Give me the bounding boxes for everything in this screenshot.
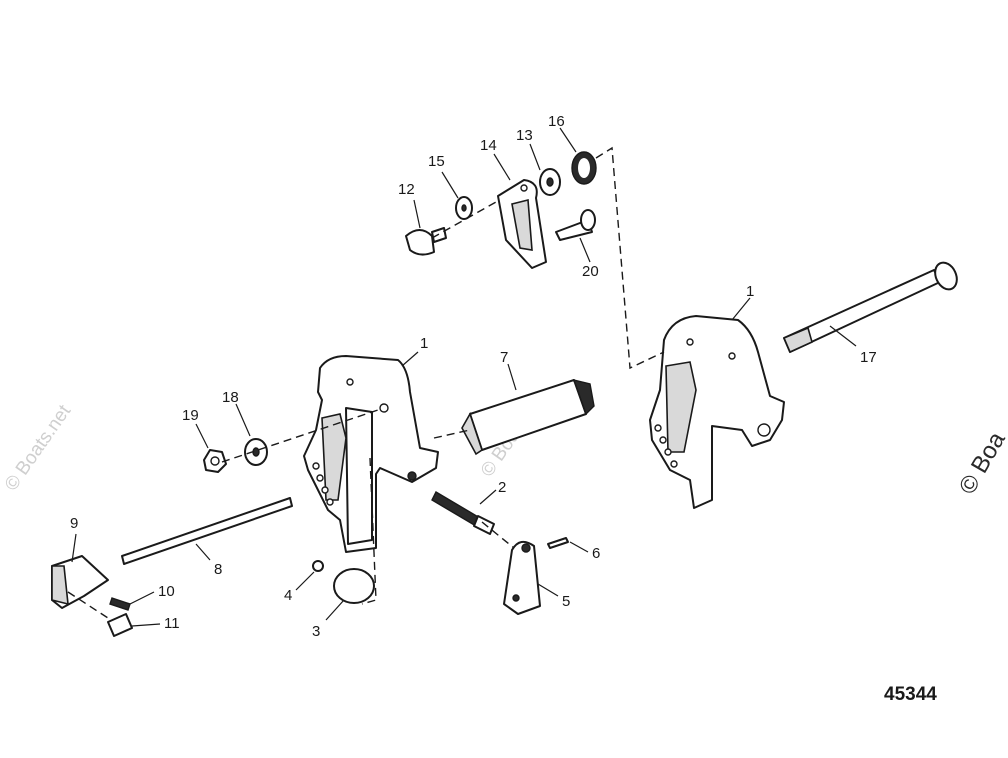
retainer-clip	[107, 613, 133, 637]
washer-15	[455, 196, 473, 220]
callout-5: 5	[562, 593, 570, 610]
callout-17: 17	[860, 349, 877, 366]
lever	[503, 540, 541, 615]
locknut-19	[203, 449, 227, 473]
callout-9: 9	[70, 515, 78, 532]
callout-12: 12	[398, 181, 415, 198]
washer-13	[539, 168, 561, 196]
thumbscrew-knob	[461, 379, 595, 456]
callout-16: 16	[548, 113, 565, 130]
callout-4: 4	[284, 587, 292, 604]
pad-plate	[333, 568, 375, 604]
knob-12	[405, 227, 447, 256]
callout-2: 2	[498, 479, 506, 496]
callout-20: 20	[582, 263, 599, 280]
watermark-right: © Boa	[954, 427, 1008, 499]
callout-10: 10	[158, 583, 175, 600]
diagram-reference-number: 45344	[884, 684, 937, 705]
nut-small	[312, 560, 324, 572]
callout-6: 6	[592, 545, 600, 562]
assembly-lines	[67, 146, 665, 619]
ring-16	[571, 151, 597, 185]
watermark-left: © Boats.net	[1, 401, 76, 495]
callout-11: 11	[164, 615, 180, 632]
callout-1-right: 1	[746, 283, 754, 300]
callout-8: 8	[214, 561, 222, 578]
retainer-bracket	[51, 555, 109, 609]
rod	[121, 497, 293, 565]
callout-15: 15	[428, 153, 445, 170]
callout-14: 14	[480, 137, 497, 154]
clamp-bolt	[782, 261, 958, 354]
callout-19: 19	[182, 407, 199, 424]
clamp-bracket-right	[649, 315, 785, 509]
callouts: 1 1 2 3 4 5 6 7 8 9 10 11 12 13 14 15 16…	[70, 113, 877, 640]
callout-13: 13	[516, 127, 533, 144]
spring	[431, 491, 495, 535]
callout-18: 18	[222, 389, 239, 406]
clamp-bracket-left	[303, 355, 439, 553]
pin	[547, 537, 569, 549]
latch-plate-14	[497, 179, 547, 269]
washer-18	[244, 438, 268, 466]
callout-3: 3	[312, 623, 320, 640]
leader-lines	[71, 127, 857, 627]
callout-1-left: 1	[420, 335, 428, 352]
retainer-pin	[109, 597, 131, 611]
callout-7: 7	[500, 349, 508, 366]
screw-20	[555, 209, 596, 241]
